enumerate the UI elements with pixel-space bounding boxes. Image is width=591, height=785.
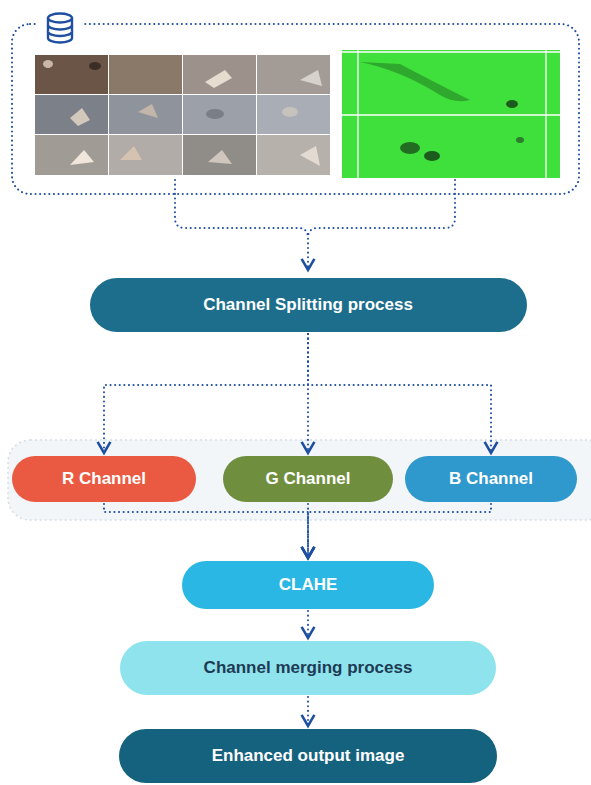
flow-arrow bbox=[307, 697, 309, 726]
process-box: CLAHE bbox=[182, 561, 434, 609]
node-label: R Channel bbox=[62, 469, 146, 489]
channel-box: G Channel bbox=[223, 456, 393, 502]
node-label: Enhanced output image bbox=[212, 746, 405, 766]
flow-arrow bbox=[307, 504, 309, 558]
channel-box: B Channel bbox=[405, 456, 577, 502]
flow-arrow bbox=[307, 611, 309, 638]
flow-arrow bbox=[104, 504, 308, 558]
node-label: CLAHE bbox=[279, 575, 338, 595]
green-image-pair bbox=[342, 50, 560, 178]
node-label: G Channel bbox=[265, 469, 350, 489]
channel-box: R Channel bbox=[12, 456, 196, 502]
icon-patch bbox=[38, 10, 82, 46]
channel-band bbox=[8, 440, 591, 520]
flow-arrow bbox=[308, 334, 491, 453]
database-icon bbox=[48, 14, 72, 43]
flow-arrow bbox=[308, 504, 491, 558]
seabed-image-grid bbox=[35, 55, 330, 175]
node-label: Channel merging process bbox=[204, 658, 413, 678]
input-leader bbox=[175, 180, 308, 270]
flow-arrow bbox=[104, 334, 308, 453]
node-label: B Channel bbox=[449, 469, 533, 489]
input-leader bbox=[308, 180, 455, 238]
node-label: Channel Splitting process bbox=[203, 295, 413, 315]
dataset-panel bbox=[12, 24, 579, 194]
process-box: Channel merging process bbox=[120, 641, 496, 695]
process-box: Channel Splitting process bbox=[90, 278, 527, 332]
output-box: Enhanced output image bbox=[119, 729, 497, 783]
